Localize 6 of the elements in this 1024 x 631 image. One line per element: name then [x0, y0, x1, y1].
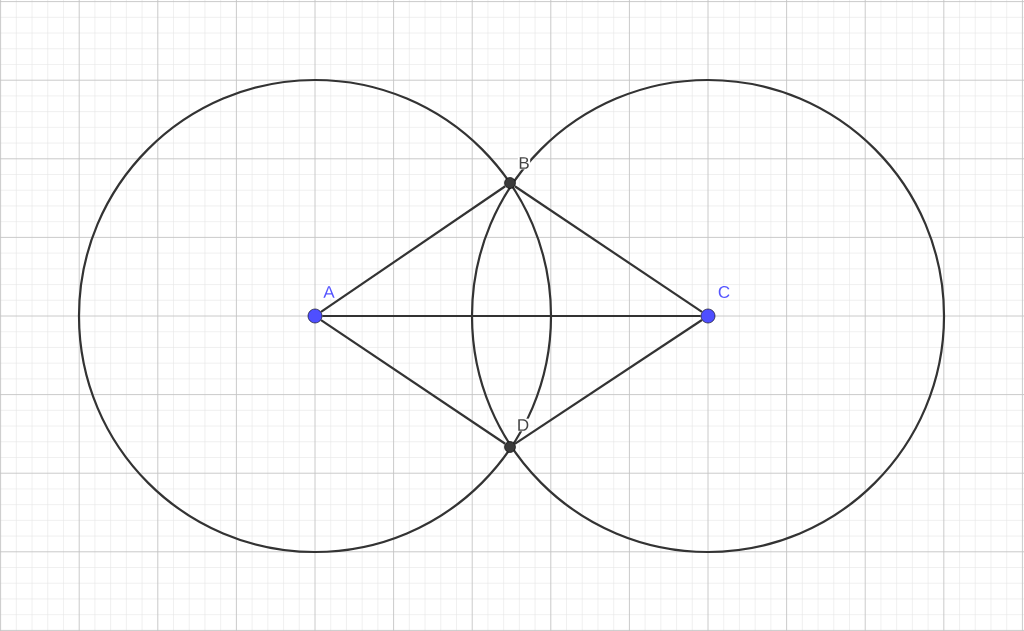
- point-label: C: [717, 285, 731, 299]
- line-segment: [514, 319, 703, 445]
- line-segment: [322, 314, 701, 318]
- line-segment: [514, 185, 703, 313]
- line-segment: [320, 319, 506, 445]
- line-segment: [320, 185, 506, 313]
